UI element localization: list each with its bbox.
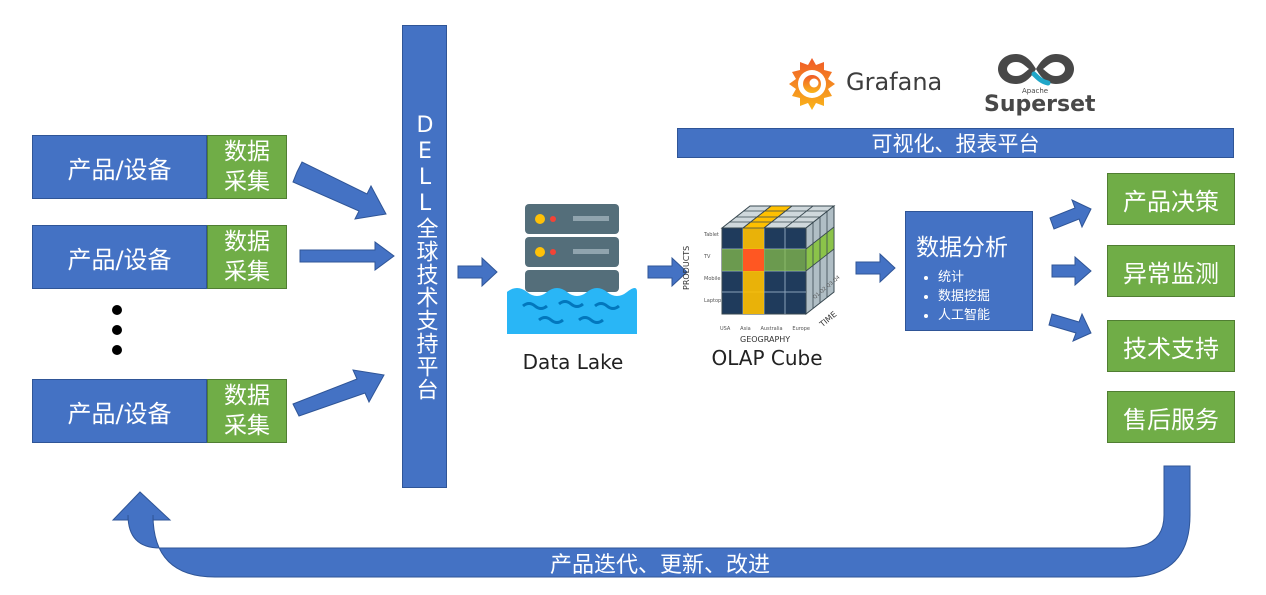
- ellipsis-dot: [112, 345, 122, 355]
- analysis-item: 数据挖掘: [938, 287, 1032, 306]
- collect-label: 数据采集: [224, 139, 270, 195]
- device-box-2: 产品/设备: [32, 225, 207, 289]
- device-label: 产品/设备: [67, 245, 172, 274]
- collect-box-3: 数据采集: [207, 379, 287, 443]
- olap-geography-ticks: USA Asia Australia Europe: [720, 326, 810, 332]
- device-box-3: 产品/设备: [32, 379, 207, 443]
- collect-box-2: 数据采集: [207, 225, 287, 289]
- ellipsis-dot: [112, 305, 122, 315]
- olap-axis-geography: GEOGRAPHY: [740, 335, 791, 344]
- superset-wordmark: Superset: [984, 92, 1096, 117]
- analysis-box: 数据分析 统计 数据挖掘 人工智能: [905, 211, 1033, 331]
- grafana-wordmark: Grafana: [846, 68, 943, 96]
- olap-caption: OLAP Cube: [711, 346, 823, 370]
- superset-logo-icon: [998, 54, 1074, 86]
- viz-label: 可视化、报表平台: [871, 132, 1040, 156]
- olap-geo-tick: Australia: [760, 326, 783, 332]
- feedback-label: 产品迭代、更新、改进: [549, 553, 770, 578]
- olap-product-tick: TV: [704, 254, 711, 260]
- olap-geo-tick: USA: [720, 326, 731, 332]
- olap-geo-tick: Europe: [792, 326, 810, 332]
- platform-label: DELL全球技术支持平台: [412, 112, 438, 401]
- outcome-box-4: 售后服务: [1107, 391, 1235, 443]
- superset-small-text: Apache: [1022, 87, 1049, 95]
- analysis-item: 人工智能: [938, 306, 1032, 325]
- outcome-label: 产品决策: [1123, 187, 1219, 216]
- outcome-box-3: 技术支持: [1107, 320, 1235, 372]
- outcome-label: 技术支持: [1123, 334, 1219, 363]
- ellipsis-dot: [112, 325, 122, 335]
- platform-bar: DELL全球技术支持平台: [402, 25, 447, 488]
- collect-label: 数据采集: [224, 383, 270, 439]
- device-label: 产品/设备: [67, 155, 172, 184]
- collect-box-1: 数据采集: [207, 135, 287, 199]
- analysis-title: 数据分析: [916, 235, 1008, 261]
- outcome-label: 售后服务: [1123, 405, 1219, 434]
- analysis-item: 统计: [938, 268, 1032, 287]
- olap-product-tick: Tablet: [704, 232, 719, 238]
- analysis-list: 统计 数据挖掘 人工智能: [916, 268, 1032, 325]
- outcome-label: 异常监测: [1123, 259, 1219, 288]
- viz-bar: 可视化、报表平台: [677, 128, 1234, 158]
- olap-product-tick: Laptop: [704, 298, 722, 304]
- olap-cube: [720, 204, 836, 316]
- data-lake-caption: Data Lake: [522, 350, 624, 374]
- device-box-1: 产品/设备: [32, 135, 207, 199]
- data-lake-icon: [507, 204, 637, 334]
- olap-geo-tick: Asia: [740, 326, 751, 332]
- grafana-logo-icon: [789, 58, 835, 110]
- device-label: 产品/设备: [67, 399, 172, 428]
- olap-product-tick: Mobile: [704, 276, 721, 282]
- outcome-box-1: 产品决策: [1107, 173, 1235, 225]
- collect-label: 数据采集: [224, 229, 270, 285]
- outcome-box-2: 异常监测: [1107, 245, 1235, 297]
- olap-products-ticks: Tablet TV Mobile Laptop: [704, 224, 721, 312]
